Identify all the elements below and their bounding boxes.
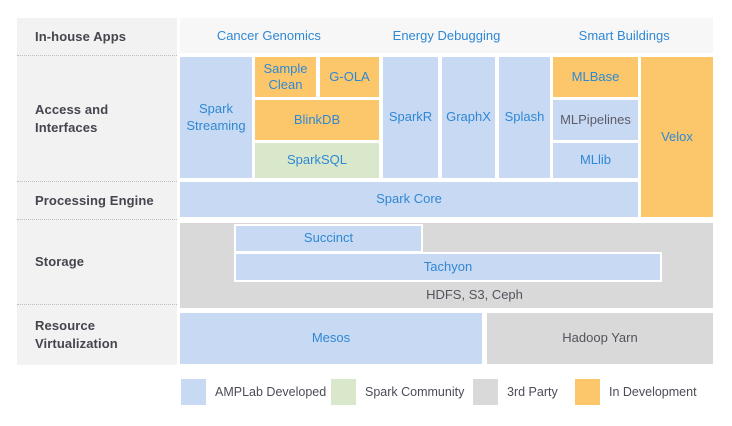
legend-swatch-amplab — [181, 379, 206, 405]
legend-swatch-in-development — [575, 379, 600, 405]
box-mesos: Mesos — [180, 313, 482, 364]
box-splash: Splash — [499, 57, 550, 178]
in-house-apps-strip: Cancer Genomics Energy Debugging Smart B… — [180, 18, 713, 53]
app-cancer-genomics: Cancer Genomics — [216, 28, 321, 43]
box-hadoop-yarn: Hadoop Yarn — [487, 313, 713, 364]
sidebar-row-processing-engine: Processing Engine — [17, 182, 177, 220]
legend-swatch-spark-community — [331, 379, 356, 405]
legend-label-spark-community: Spark Community — [365, 385, 465, 399]
legend-item-3rd-party: 3rd Party — [473, 379, 558, 405]
box-velox: Velox — [641, 57, 713, 217]
box-g-ola: G-OLA — [320, 57, 379, 97]
box-sparksql: SparkSQL — [255, 143, 379, 178]
sidebar-row-access-interfaces: Access and Interfaces — [17, 56, 177, 182]
app-smart-buildings: Smart Buildings — [578, 28, 670, 43]
box-blinkdb: BlinkDB — [255, 100, 379, 140]
legend-label-3rd-party: 3rd Party — [507, 385, 558, 399]
box-sample-clean: Sample Clean — [255, 57, 316, 97]
box-sparkr: SparkR — [383, 57, 438, 178]
legend-swatch-3rd-party — [473, 379, 498, 405]
sidebar-row-storage: Storage — [17, 220, 177, 305]
box-mlbase: MLBase — [553, 57, 638, 97]
legend-item-amplab: AMPLab Developed — [181, 379, 326, 405]
box-mlpipelines: MLPipelines — [553, 100, 638, 140]
box-spark-core: Spark Core — [180, 182, 638, 217]
legend-label-amplab: AMPLab Developed — [215, 385, 327, 399]
box-tachyon: Tachyon — [234, 252, 662, 282]
sidebar-row-in-house-apps: In-house Apps — [17, 18, 177, 56]
box-succinct: Succinct — [234, 224, 423, 253]
legend-label-in-development: In Development — [609, 385, 697, 399]
sidebar-row-resource-virtualization: Resource Virtualization — [17, 305, 177, 365]
legend-item-spark-community: Spark Community — [331, 379, 464, 405]
box-spark-streaming: Spark Streaming — [180, 57, 252, 178]
label-hdfs-s3-ceph: HDFS, S3, Ceph — [426, 286, 523, 302]
legend-item-in-development: In Development — [575, 379, 697, 405]
app-energy-debugging: Energy Debugging — [392, 28, 501, 43]
box-graphx: GraphX — [442, 57, 495, 178]
box-mllib: MLlib — [553, 143, 638, 178]
